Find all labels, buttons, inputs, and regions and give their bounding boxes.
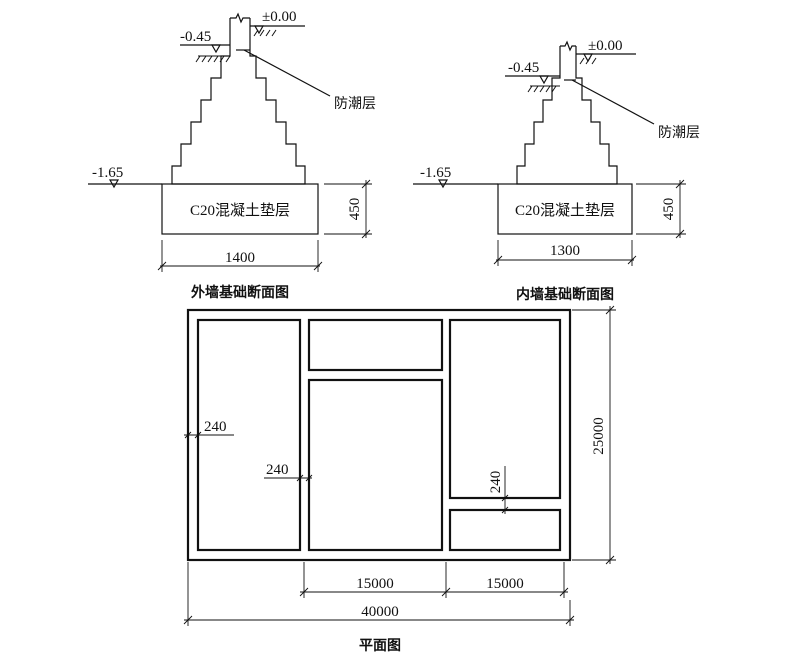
outer-pad-label: C20混凝土垫层 — [190, 202, 290, 219]
inner-concrete-pad — [497, 183, 633, 235]
plan-wall-thickness-2: 240 — [266, 462, 289, 478]
inner-ground-hatch — [527, 85, 560, 93]
inner-base-level: -1.65 — [420, 165, 451, 181]
inner-outdoor-marker — [538, 75, 550, 85]
plan-wall-thickness-1: 240 — [204, 419, 227, 435]
inner-pad-width: 1300 — [550, 243, 580, 259]
plan-room-right-lower — [448, 508, 562, 552]
outer-height-tick-top — [361, 179, 371, 189]
plan-wall-tick-2b — [305, 474, 313, 482]
plan-bay-1: 15000 — [356, 576, 394, 592]
outer-dpc-leader — [243, 49, 331, 97]
plan-wall-thickness-3: 240 — [488, 471, 504, 494]
outer-outdoor-marker — [210, 44, 222, 54]
inner-floor-hatch — [579, 57, 597, 65]
outer-width-tick-right — [313, 261, 323, 271]
plan-height-tick-top — [605, 305, 615, 315]
outer-width-tick-left — [157, 261, 167, 271]
inner-caption: 内墙基础断面图 — [516, 286, 614, 303]
inner-base-marker — [437, 179, 449, 189]
outer-pad-width: 1400 — [225, 250, 255, 266]
plan-total-tick-left — [183, 615, 193, 625]
outer-height-tick-bottom — [361, 229, 371, 239]
inner-outdoor-level: -0.45 — [508, 60, 539, 76]
outer-base-marker — [108, 179, 120, 189]
plan-wall-tick-3a — [501, 494, 509, 502]
plan-wall-tick-2a — [296, 474, 304, 482]
inner-ground-marker — [582, 53, 594, 63]
inner-break-mark — [560, 40, 576, 52]
plan-total-tick-right — [565, 615, 575, 625]
outer-break-mark — [230, 12, 250, 24]
outer-floor-hatch — [253, 29, 277, 37]
inner-pad-height: 450 — [661, 198, 677, 221]
plan-bay-tick-2 — [441, 587, 451, 597]
inner-height-tick-top — [675, 179, 685, 189]
plan-height: 25000 — [591, 417, 607, 455]
outer-ground-hatch — [195, 55, 231, 63]
outer-foundation-section: C20混凝土垫层 -1.65 -0.45 ±0.00 — [88, 9, 376, 301]
inner-height-tick-bottom — [675, 229, 685, 239]
outer-outdoor-level: -0.45 — [180, 29, 211, 45]
outer-pad-height: 450 — [347, 198, 363, 221]
inner-dpc-leader — [571, 79, 655, 125]
plan-room-top-middle — [307, 318, 444, 372]
outer-dpc-label: 防潮层 — [334, 96, 376, 112]
plan-bay-tick-1 — [299, 587, 309, 597]
outer-ground-marker — [253, 25, 265, 35]
plan-bay-2: 15000 — [486, 576, 524, 592]
outer-base-level: -1.65 — [92, 165, 123, 181]
plan-wall-tick-1a — [184, 431, 192, 439]
outer-ground-level: ±0.00 — [262, 9, 296, 25]
plan-wall-tick-3b — [501, 506, 509, 514]
floor-plan: 240 240 240 25000 15000 15000 40000 — [183, 305, 616, 654]
outer-concrete-pad — [161, 183, 319, 235]
plan-wall-tick-1b — [194, 431, 202, 439]
plan-outer-wall — [186, 308, 572, 562]
plan-caption: 平面图 — [359, 638, 401, 654]
inner-width-tick-left — [493, 255, 503, 265]
plan-height-tick-bottom — [605, 555, 615, 565]
inner-ground-level: ±0.00 — [588, 38, 622, 54]
inner-width-tick-right — [627, 255, 637, 265]
plan-room-middle — [307, 378, 444, 552]
inner-foundation-section: C20混凝土垫层 -1.65 -0.45 ±0.00 防潮层 1 — [413, 38, 700, 303]
plan-bay-tick-3 — [559, 587, 569, 597]
inner-dpc-label: 防潮层 — [658, 125, 700, 141]
outer-caption: 外墙基础断面图 — [191, 284, 289, 301]
plan-total-length: 40000 — [361, 604, 399, 620]
inner-pad-label: C20混凝土垫层 — [515, 202, 615, 219]
